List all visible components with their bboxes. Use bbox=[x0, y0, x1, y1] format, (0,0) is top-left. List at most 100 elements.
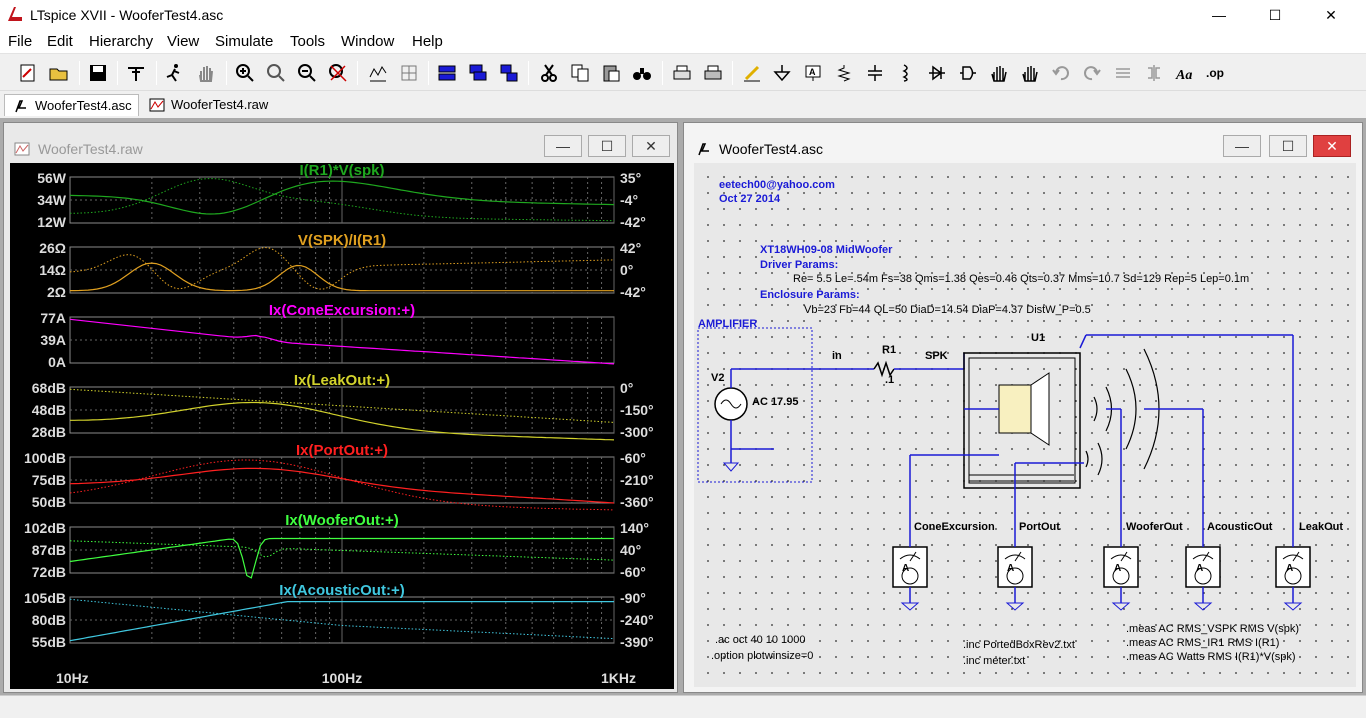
net-label-spk[interactable]: SPK bbox=[925, 350, 948, 362]
move-hand-icon[interactable] bbox=[987, 61, 1011, 85]
author-email: eetech00@yahoo.com bbox=[719, 179, 835, 191]
tab-label: WooferTest4.raw bbox=[171, 97, 269, 112]
grid-icon[interactable] bbox=[397, 61, 421, 85]
waveform-close-button[interactable]: ✕ bbox=[632, 135, 670, 157]
print-preview-icon[interactable] bbox=[701, 61, 725, 85]
menu-simulate[interactable]: Simulate bbox=[215, 33, 274, 50]
right-tick-label: -240° bbox=[620, 612, 654, 628]
left-tick-label: 2Ω bbox=[47, 284, 66, 300]
tab-waveform[interactable]: WooferTest4.raw bbox=[141, 94, 274, 116]
find-binoculars-icon[interactable] bbox=[630, 61, 654, 85]
left-tick-label: 48dB bbox=[32, 402, 66, 418]
zoom-in-icon[interactable] bbox=[233, 61, 257, 85]
copy-icon[interactable] bbox=[568, 61, 592, 85]
minimize-button[interactable]: — bbox=[1212, 7, 1226, 23]
inductor-icon[interactable] bbox=[894, 61, 918, 85]
capacitor-icon[interactable] bbox=[863, 61, 887, 85]
zoom-fit-icon[interactable] bbox=[326, 61, 350, 85]
menu-tools[interactable]: Tools bbox=[290, 33, 326, 50]
undo-icon[interactable] bbox=[1049, 61, 1073, 85]
meter-label-wooferout[interactable]: WooferOut bbox=[1126, 521, 1183, 533]
halt-hand-icon[interactable] bbox=[194, 61, 218, 85]
directive-option[interactable]: .option plotwinsize=0 bbox=[711, 650, 814, 662]
waveform-plot[interactable]: I(R1)*V(spk)56W34W12W35°-4°-42°V(SPK)/I(… bbox=[10, 163, 674, 689]
left-tick-label: 14Ω bbox=[39, 262, 66, 278]
resistor-name[interactable]: R1 bbox=[882, 344, 897, 356]
schematic-minimize-button[interactable]: — bbox=[1223, 135, 1261, 157]
tile-vertical-icon[interactable] bbox=[497, 61, 521, 85]
enclosure-params[interactable]: Vb=23 Fb=44 QL=50 DiaD=14.54 DiaP=4.37 D… bbox=[804, 304, 1091, 316]
waveform-minimize-button[interactable]: — bbox=[544, 135, 582, 157]
menu-file[interactable]: File bbox=[8, 33, 33, 50]
meter-label-portout[interactable]: PortOut bbox=[1019, 521, 1060, 533]
right-tick-label: -60° bbox=[620, 450, 646, 466]
cascade-icon[interactable] bbox=[466, 61, 490, 85]
directive-meas-2[interactable]: .meas AC RMS_IR1 RMS I(R1) bbox=[1126, 637, 1280, 649]
zoom-out-icon[interactable] bbox=[295, 61, 319, 85]
mirror-icon[interactable] bbox=[1142, 61, 1166, 85]
label-net-icon[interactable]: A bbox=[801, 61, 825, 85]
left-tick-label: 105dB bbox=[24, 590, 66, 606]
text-icon[interactable]: Aa bbox=[1173, 61, 1197, 85]
drag-hand-icon[interactable] bbox=[1018, 61, 1042, 85]
directive-meas-1[interactable]: .meas AC RMS_VSPK RMS V(spk) bbox=[1126, 623, 1299, 635]
tile-horizontal-icon[interactable] bbox=[435, 61, 459, 85]
source-name[interactable]: V2 bbox=[711, 372, 725, 384]
spice-directive-icon[interactable]: .op bbox=[1204, 61, 1228, 85]
right-tick-label: -390° bbox=[620, 634, 654, 650]
meter-label-acousticout[interactable]: AcousticOut bbox=[1207, 521, 1273, 533]
menu-help[interactable]: Help bbox=[412, 33, 443, 50]
control-panel-icon[interactable] bbox=[124, 61, 148, 85]
menu-hierarchy[interactable]: Hierarchy bbox=[89, 33, 154, 50]
tab-schematic[interactable]: WooferTest4.asc bbox=[4, 94, 139, 116]
print-icon[interactable] bbox=[670, 61, 694, 85]
trace-magnitude bbox=[70, 401, 615, 441]
meter-symbol-4: A bbox=[1196, 563, 1204, 574]
menu-edit[interactable]: Edit bbox=[47, 33, 73, 50]
schematic-window[interactable]: WooferTest4.asc — ☐ ✕ eetech00@yahoo.com… bbox=[683, 122, 1363, 693]
menu-window[interactable]: Window bbox=[341, 33, 395, 50]
directive-include-2[interactable]: .inc meter.txt bbox=[963, 655, 1026, 667]
draw-wire-icon[interactable] bbox=[740, 61, 764, 85]
meter-label-coneexcursion[interactable]: ConeExcursion bbox=[914, 521, 995, 533]
schematic-maximize-button[interactable]: ☐ bbox=[1269, 135, 1307, 157]
component-icon[interactable] bbox=[956, 61, 980, 85]
pan-icon[interactable] bbox=[264, 61, 288, 85]
ammeter-needle bbox=[899, 551, 921, 562]
paste-icon[interactable] bbox=[599, 61, 623, 85]
rotate-icon[interactable] bbox=[1111, 61, 1135, 85]
left-tick-label: 56W bbox=[37, 170, 67, 186]
ammeter-circle bbox=[901, 567, 919, 585]
waveform-maximize-button[interactable]: ☐ bbox=[588, 135, 626, 157]
driver-params[interactable]: Re= 5.5 Le=.54m Fs=38 Qms=1.38 Qes=0.46 … bbox=[793, 273, 1250, 285]
right-tick-label: -300° bbox=[620, 424, 654, 440]
schematic-canvas[interactable]: eetech00@yahoo.com Oct 27 2014 XT18WH09-… bbox=[694, 163, 1356, 687]
directive-include-1[interactable]: .inc PortedBoxRev2.txt bbox=[963, 639, 1075, 651]
autorange-icon[interactable] bbox=[366, 61, 390, 85]
right-tick-label: -90° bbox=[620, 590, 646, 606]
left-tick-label: 102dB bbox=[24, 520, 66, 536]
pane-title: Ix(ConeExcursion:+) bbox=[269, 302, 415, 319]
close-button[interactable]: ✕ bbox=[1325, 7, 1337, 23]
component-u1[interactable]: U1 bbox=[1031, 332, 1046, 344]
directive-meas-3[interactable]: .meas AC Watts RMS I(R1)*V(spk) bbox=[1126, 651, 1296, 663]
run-icon[interactable] bbox=[162, 61, 186, 85]
meter-label-leakout[interactable]: LeakOut bbox=[1299, 521, 1344, 533]
schematic-close-button[interactable]: ✕ bbox=[1313, 135, 1351, 157]
ground-icon[interactable] bbox=[770, 61, 794, 85]
save-icon[interactable] bbox=[86, 61, 110, 85]
directive-ac[interactable]: .ac oct 40 10 1000 bbox=[715, 634, 806, 646]
open-folder-icon[interactable] bbox=[47, 61, 71, 85]
menu-view[interactable]: View bbox=[167, 33, 200, 50]
net-label-in[interactable]: in bbox=[832, 350, 842, 362]
redo-icon[interactable] bbox=[1080, 61, 1104, 85]
speaker-cone bbox=[1030, 372, 1050, 446]
cut-icon[interactable] bbox=[537, 61, 561, 85]
resistor-icon[interactable] bbox=[832, 61, 856, 85]
source-value[interactable]: AC 17.95 bbox=[752, 396, 799, 408]
new-schematic-icon[interactable] bbox=[16, 61, 40, 85]
diode-icon[interactable] bbox=[925, 61, 949, 85]
maximize-button[interactable]: ☐ bbox=[1268, 7, 1282, 23]
resistor-value[interactable]: .1 bbox=[885, 374, 895, 386]
